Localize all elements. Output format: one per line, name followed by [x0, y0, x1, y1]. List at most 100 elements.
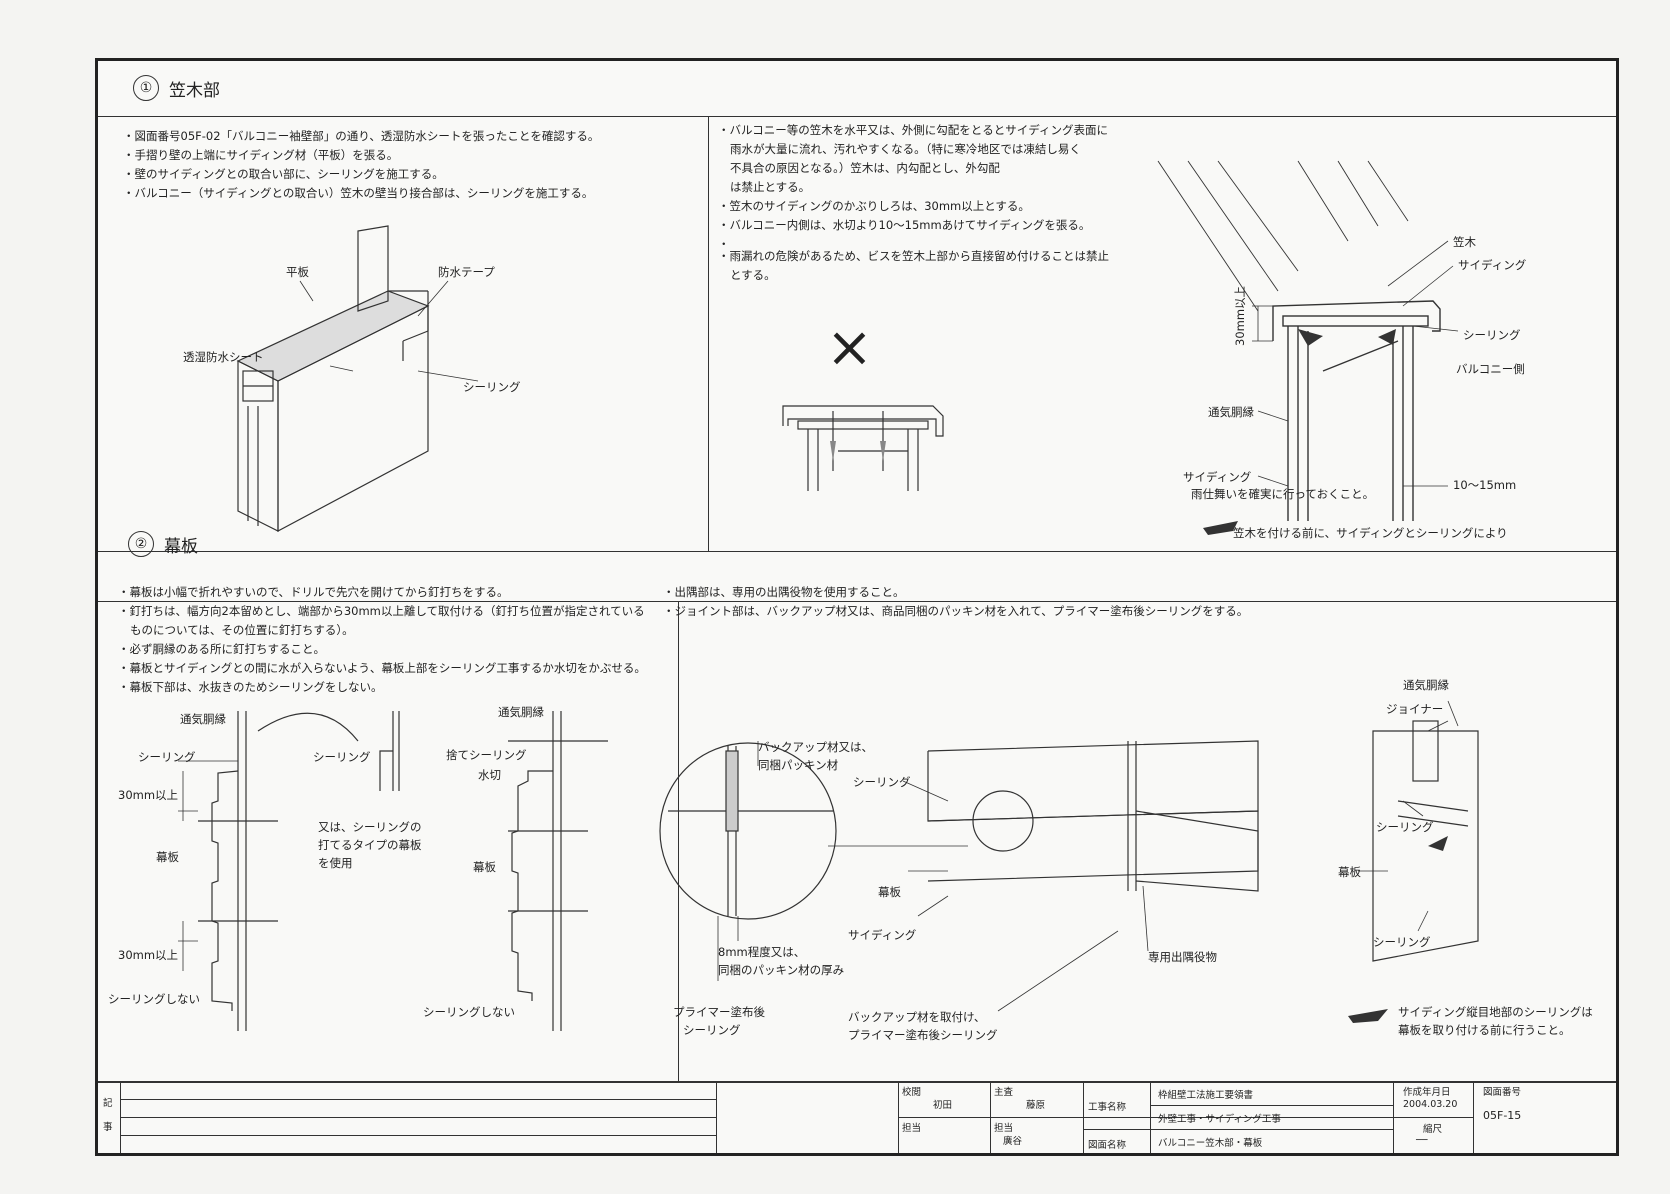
section1-title: 笠木部 — [169, 80, 220, 101]
drawing-name: バルコニー笠木部・幕板 — [1158, 1138, 1263, 1149]
tb-divider — [898, 1117, 1393, 1118]
chief-name: 藤原 — [1026, 1100, 1046, 1111]
furring-label: 通気胴縁 — [1403, 678, 1449, 692]
section2-title: 幕板 — [164, 536, 198, 557]
note-item: ものについては、その位置に釘打ちする）。 — [130, 623, 354, 637]
coping-note-line2: 雨仕舞いを確実に行っておくこと。 — [1191, 487, 1375, 501]
tb-divider — [1150, 1105, 1393, 1106]
note-item: 雨漏れの危険があるため、ビスを笠木上部から直接留め付けることは禁止 — [718, 247, 1110, 266]
no-seal-label-2: シーリングしない — [423, 1005, 515, 1019]
coping-note-line1: 笠木を付ける前に、サイディングとシーリングにより — [1233, 526, 1508, 540]
note-item: 幕板とサイディングとの間に水が入らないよう、幕板上部をシーリング工事するか水切を… — [118, 659, 646, 678]
note-item: 手摺り壁の上端にサイディング材（平板）を張る。 — [123, 146, 599, 165]
joint-note-line2: 幕板を取り付ける前に行うこと。 — [1398, 1023, 1571, 1037]
furring-label: 通気胴縁 — [1208, 405, 1254, 419]
title-block: 記 事 校閲 初田 主査 藤原 担当 担当 廣谷 工事名称 枠組壁工法施工要領書… — [98, 1081, 1616, 1153]
note-item: 幕板下部は、水抜きのためシーリングをしない。 — [118, 678, 646, 697]
chief-label: 主査 — [994, 1087, 1014, 1098]
coping-isometric-figure: 平板 防水テープ 透湿防水シート シーリング — [183, 225, 521, 532]
gap-label-line2: 同梱のパッキン材の厚み — [718, 963, 844, 977]
board-label-2: 幕板 — [1338, 865, 1361, 879]
spacer — [718, 235, 1109, 247]
tb-divider — [1393, 1117, 1473, 1118]
joiner-label: ジョイナー — [1386, 702, 1443, 716]
sealing-label-2: シーリング — [1376, 820, 1434, 834]
note-item: ジョイント部は、バックアップ材又は、商品同梱のパッキン材を入れて、プライマー塗布… — [663, 602, 1249, 621]
scale-value: ── — [1416, 1135, 1428, 1146]
corner-joint-figure: バックアップ材又は、 同梱パッキン材 8mm程度又は、 同梱のパッキン材の厚み … — [659, 678, 1593, 1042]
board-label-2: 幕板 — [473, 860, 496, 874]
section1-number: ① — [133, 75, 159, 101]
section-divider — [98, 551, 1616, 552]
check-label: 校閲 — [902, 1087, 922, 1098]
waterproof-tape-label: 防水テープ — [438, 265, 495, 279]
backup-note-line2: プライマー塗布後シーリング — [848, 1028, 998, 1042]
backup-label-line1: バックアップ材又は、 — [758, 740, 873, 754]
note-item: 図面番号05F-02「バルコニー袖壁部」の通り、透湿防水シートを張ったことを確認… — [123, 127, 600, 146]
section1-header-line — [98, 116, 1616, 117]
backup-note-line1: バックアップ材を取付け、 — [848, 1010, 985, 1024]
sealing-label: シーリング — [1463, 328, 1521, 342]
sealing-label-3: シーリング — [1373, 935, 1431, 949]
section1-heading: ① 笠木部 — [133, 75, 220, 101]
note-item: 不具合の原因となる。）笠木は、内勾配とし、外勾配 — [730, 161, 1000, 175]
siding-label: サイディング — [848, 928, 917, 942]
remarks-label-2: 事 — [103, 1122, 113, 1133]
section2-column-divider — [678, 601, 679, 1081]
project-subtitle: 外壁工事・サイディング工事 — [1158, 1114, 1281, 1125]
sealing-label: シーリング — [853, 775, 911, 789]
furring-label-2: 通気胴縁 — [498, 705, 544, 719]
section1-column-divider — [708, 116, 709, 551]
tb-divider — [120, 1135, 716, 1136]
date-label: 作成年月日 — [1403, 1087, 1451, 1098]
furring-label: 通気胴縁 — [180, 712, 226, 726]
balcony-side-label: バルコニー側 — [1456, 362, 1525, 376]
note-item: 出隅部は、専用の出隅役物を使用すること。 — [663, 583, 1248, 602]
primer-label-line2: シーリング — [683, 1023, 741, 1037]
drawing-label: 図面名称 — [1088, 1140, 1127, 1151]
flashing-label: 水切 — [478, 768, 501, 782]
bad-example-figure: × — [782, 315, 944, 491]
breathable-sheet-label: 透湿防水シート — [183, 350, 264, 364]
coping-section-figure: 30mm以上 笠木 サイディング シーリング バルコニー側 通気胴縁 サイディン… — [1157, 160, 1527, 540]
section2-number: ② — [128, 531, 154, 557]
cross-mark: × — [826, 315, 873, 380]
fascia-board-section-figure: 通気胴縁 シーリング 30mm以上 幕板 30mm以上 シーリングしない シーリ… — [108, 705, 608, 1031]
section2-right-notes: 出隅部は、専用の出隅役物を使用すること。 ジョイント部は、バックアップ材又は、商… — [663, 583, 1249, 621]
cover-top-dimension: 30mm以上 — [118, 788, 178, 802]
coping-label: 笠木 — [1453, 235, 1476, 249]
section2-left-notes: 幕板は小幅で折れやすいので、ドリルで先穴を開けてから釘打ちをする。 釘打ちは、幅… — [118, 583, 646, 697]
scale-label: 縮尺 — [1423, 1124, 1443, 1135]
no-seal-label: シーリングしない — [108, 992, 200, 1006]
siding-label: サイディング — [1458, 258, 1527, 272]
tb-divider — [120, 1099, 716, 1100]
project-label: 工事名称 — [1088, 1102, 1127, 1113]
cover-dimension: 30mm以上 — [1233, 286, 1247, 346]
project-name: 枠組壁工法施工要領書 — [1158, 1090, 1254, 1101]
note-item: 笠木のサイディングのかぶりしろは、30mm以上とする。 — [718, 197, 1109, 216]
note-item: 必ず胴縁のある所に釘打ちすること。 — [118, 640, 646, 659]
tb-divider — [1473, 1081, 1474, 1153]
primer-label-line1: プライマー塗布後 — [673, 1005, 765, 1019]
discard-seal-label: 捨てシーリング — [446, 748, 527, 762]
note-item: 雨水が大量に流れ、汚れやすくなる。（特に寒冷地区では凍結し易く — [730, 142, 1081, 156]
board-label: 幕板 — [878, 885, 901, 899]
note-item: 釘打ちは、幅方向2本留めとし、端部から30mm以上離して取付ける（釘打ち位置が指… — [118, 602, 646, 621]
staff-label-2: 担当 — [994, 1123, 1014, 1134]
staff-label: 担当 — [902, 1123, 922, 1134]
note-item: バルコニー内側は、水切より10～15mmあけてサイディングを張る。 — [718, 216, 1109, 235]
date-value: 2004.03.20 — [1403, 1099, 1458, 1110]
number-label: 図面番号 — [1483, 1087, 1522, 1098]
alt-text-line3: を使用 — [318, 856, 353, 870]
note-item: バルコニー（サイディングとの取合い）笠木の壁当り接合部は、シーリングを施工する。 — [123, 184, 599, 203]
section1-right-notes: バルコニー等の笠木を水平又は、外側に勾配をとるとサイディング表面に 雨水が大量に… — [718, 121, 1110, 285]
gap-label-line1: 8mm程度又は、 — [718, 945, 805, 959]
gap-dimension: 10～15mm — [1453, 478, 1516, 492]
note-item: とする。 — [730, 268, 776, 282]
sealing-alt-label: シーリング — [313, 750, 371, 764]
sealing-label: シーリング — [138, 750, 196, 764]
drawing-number: 05F-15 — [1483, 1109, 1522, 1122]
tb-divider — [1150, 1081, 1151, 1153]
alt-text-line2: 打てるタイプの幕板 — [318, 838, 422, 852]
cover-bottom-dimension: 30mm以上 — [118, 948, 178, 962]
